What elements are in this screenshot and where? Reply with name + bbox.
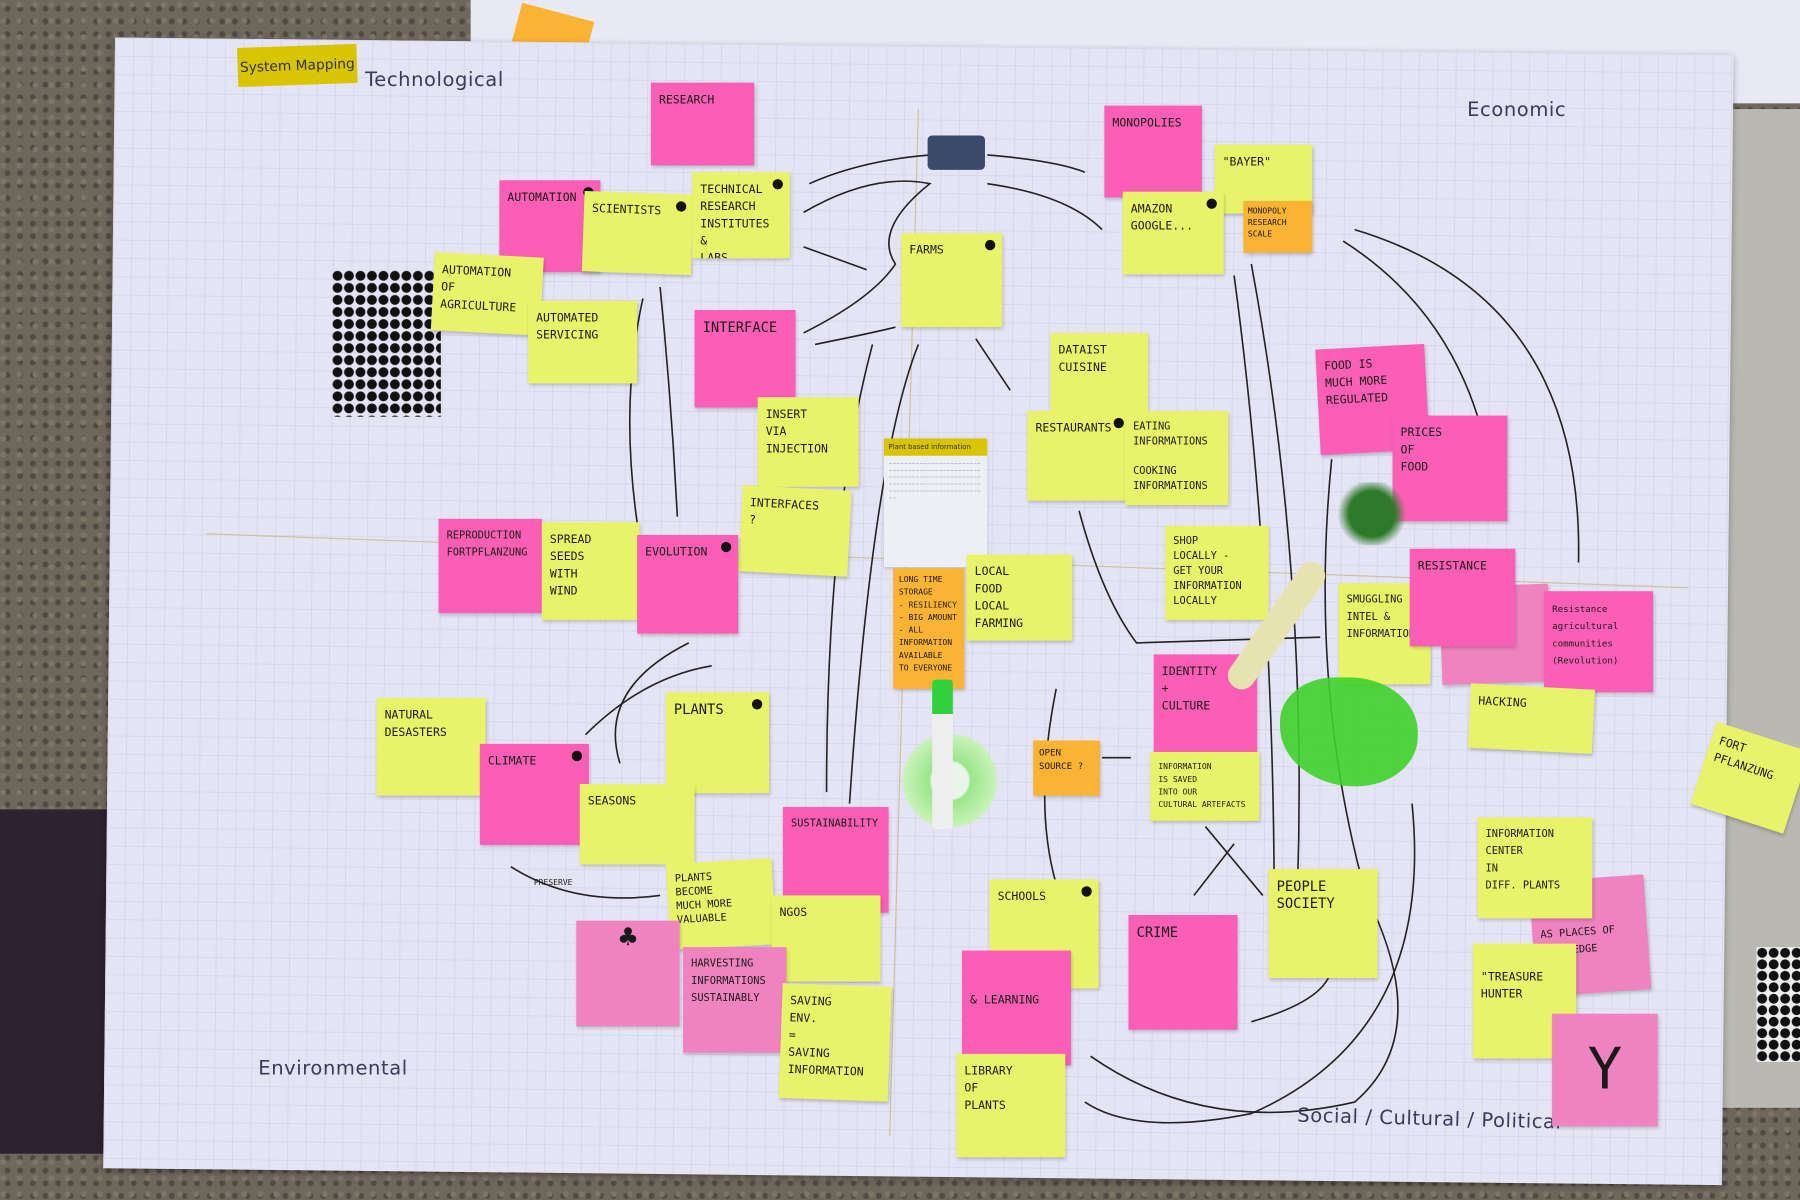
note-shop-locally: Shop locally - get your information loca… [1165,525,1269,620]
note-scientists: Scientists [581,190,694,276]
card-body: ~~~~~~~~~~~~~~~~~~~~~~~~~~~~~~~~~~~~~~~~… [888,460,981,501]
note-dataist-cuisine: Dataist cuisine [1050,332,1148,414]
note-automation-agriculture: Automation of Agriculture [430,252,544,336]
note-interfaces: Interfaces ? [738,485,852,577]
note-restaurants: Restaurants [1027,410,1131,501]
tree-stump-icon: ♣ [618,920,637,956]
note-people-society: People Society [1268,869,1378,979]
note-hacking: Hacking [1467,683,1596,754]
note-amazon-google: Amazon Google... [1122,191,1224,275]
note-ngos: NGOs [771,895,881,982]
note-insert-via-injection: Insert via injection [757,397,859,487]
note-interface: Interface [694,309,796,408]
quadrant-label-technological: Technological [365,68,504,92]
note-plants: Plants [665,692,770,794]
note-automated-servicing: Automated Servicing [528,300,638,384]
note-local-food: Local food local farming [966,554,1073,641]
note-learning: & Learning [962,950,1072,1066]
quadrant-label-economic: Economic [1467,98,1567,122]
note-saving-env: Saving env. = saving information [778,983,892,1102]
dot-sticker-sheet-right [1756,947,1800,1062]
note-technical-research: Technical Research Institutes & Labs [692,172,790,259]
marker-pen [932,679,953,829]
note-seasons: Seasons [579,784,695,865]
note-information-center: Information center in diff. plants [1477,817,1593,919]
note-tree-drawing: ♣ [576,920,680,1027]
card-title: Plant based information [883,438,988,456]
note-evolution: Evolution [637,534,739,634]
note-y: Y [1552,1013,1658,1127]
note-monopolies: Monopolies [1104,105,1202,198]
note-sustainability: Sustainability [782,807,889,913]
plant-based-information-card: Plant based information ~~~~~~~~~~~~~~~~… [883,438,988,568]
note-harvesting-informations: Harvesting informations sustainably [683,947,787,1053]
note-resistance-agricultural: Resistance agricultural communities (Rev… [1544,591,1654,693]
note-resistance: Resistance [1409,548,1516,647]
small-plant-icon [1331,482,1413,546]
system-mapping-tag: System Mapping [236,43,358,88]
note-monopoly-research-scale: Monopoly Research Scale [1243,200,1313,253]
quadrant-label-environmental: Environmental [258,1057,408,1081]
arrow-label-preserve: Preserve [533,878,573,888]
note-farms: Farms [901,233,1003,328]
note-open-source: Open source ? [1033,740,1100,796]
dot-sticker-sheet [331,269,441,417]
note-climate: Climate [479,743,589,845]
note-research: Research [650,82,755,166]
note-library-of-plants: Library of plants [956,1053,1066,1158]
note-spread-seeds: Spread seeds with wind [541,522,640,620]
ultrasonic-sensor [927,135,985,170]
note-information-saved: Information is saved into our cultural a… [1150,751,1260,821]
note-plants-valuable: Plants become much more valuable [665,858,776,950]
green-plastic-object [1280,677,1418,787]
note-reproduction: Reproduction Fortpflanzung [438,518,542,614]
note-eating-cooking-informations: Eating informations Cooking informations [1125,410,1229,506]
note-crime: Crime [1128,914,1238,1030]
note-long-time-storage: Long time storage - Resiliency - Big amo… [893,568,965,689]
note-natural-desasters: Natural desasters [376,697,486,796]
